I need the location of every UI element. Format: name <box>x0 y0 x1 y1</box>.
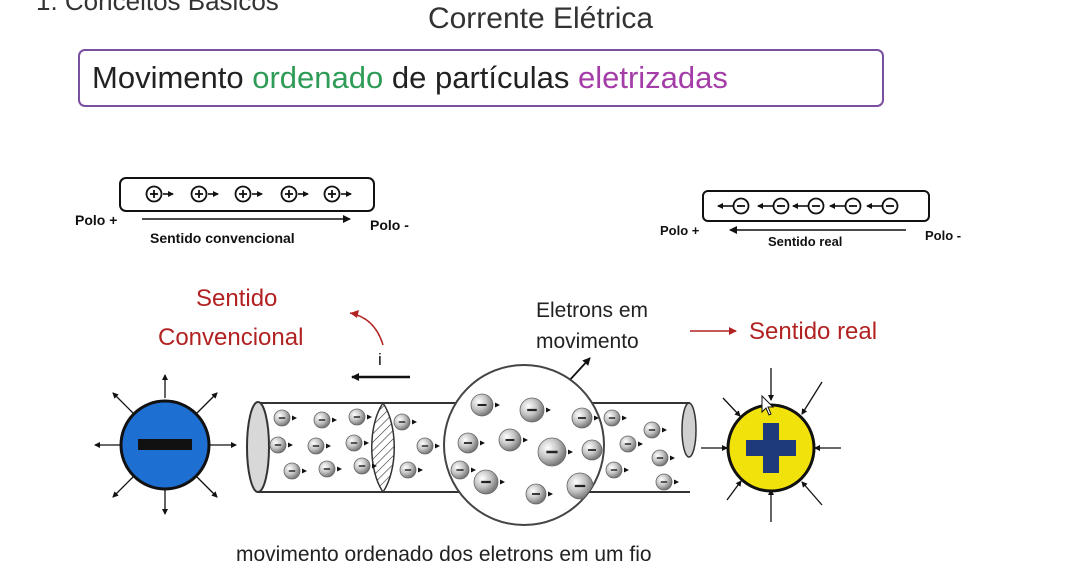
real-direction-label: Sentido real <box>768 234 842 249</box>
electron <box>457 432 485 454</box>
wire-figure-labels: Sentido Convencional i Eletrons em movim… <box>158 285 877 383</box>
electron <box>651 449 675 467</box>
positive-charge-row <box>145 185 352 203</box>
electron <box>273 409 297 427</box>
negative-charge-arrow <box>829 197 862 215</box>
electron <box>313 411 337 429</box>
electron <box>353 457 377 475</box>
electron <box>399 461 423 479</box>
wire-cross-section <box>371 401 395 494</box>
slide-title: Corrente Elétrica <box>427 2 654 35</box>
curved-pointer-arrow <box>349 312 384 346</box>
positive-charge-arrow <box>190 185 219 203</box>
magnifier-pointer-arrow <box>567 357 591 383</box>
electron <box>345 434 369 452</box>
conventional-direction-panel: Polo + Polo - Sentido convencional <box>75 177 409 246</box>
electron <box>393 413 417 431</box>
wire-electrons <box>269 408 679 491</box>
electron <box>525 483 553 505</box>
positive-charge-arrow <box>280 185 309 203</box>
mouse-cursor-icon <box>761 394 775 416</box>
definition-text-start: Movimento <box>92 60 253 95</box>
real-pole-positive-label: Polo + <box>660 223 700 238</box>
current-symbol: i <box>378 350 382 369</box>
wire-right-end <box>681 402 697 458</box>
electron <box>655 473 679 491</box>
plus-sign-horizontal <box>746 440 796 456</box>
negative-charge-arrow <box>757 197 790 215</box>
negative-field-arrows <box>94 374 237 515</box>
conventional-pole-positive-label: Polo + <box>75 212 117 228</box>
wire-caption: movimento ordenado dos eletrons em um fi… <box>236 543 652 566</box>
magnifier-circle <box>443 364 605 526</box>
negative-charge-row <box>717 197 899 215</box>
minus-sign <box>138 439 192 450</box>
electron <box>605 461 629 479</box>
definition-text-middle: de partículas <box>383 60 578 95</box>
electron <box>603 409 627 427</box>
positive-field-arrows <box>701 368 841 522</box>
electron <box>450 460 476 480</box>
negative-charge-arrow <box>866 197 899 215</box>
magnified-electrons <box>450 393 603 505</box>
electrons-label-line1: Eletrons em <box>536 299 648 322</box>
electron <box>581 439 603 461</box>
electron <box>473 469 505 495</box>
conventional-direction-title-line2: Convencional <box>158 324 303 351</box>
electron <box>269 436 293 454</box>
negative-charge-arrow <box>717 197 750 215</box>
electron <box>307 437 331 455</box>
electron <box>283 462 307 480</box>
electron <box>498 428 528 452</box>
electron <box>416 437 440 455</box>
electron <box>470 393 500 417</box>
electron <box>348 408 372 426</box>
conventional-conductor-box <box>119 177 375 212</box>
electron <box>519 397 551 423</box>
electron <box>537 437 573 467</box>
negative-pole <box>94 374 237 515</box>
conventional-direction-label: Sentido convencional <box>150 230 295 246</box>
conventional-pole-negative-label: Polo - <box>370 217 409 233</box>
real-direction-panel: Polo + Polo - Sentido real <box>660 190 961 249</box>
conventional-direction-title-line1: Sentido <box>196 285 277 312</box>
electron <box>643 421 667 439</box>
positive-charge-arrow <box>323 185 352 203</box>
definition-word-ordered: ordenado <box>252 60 384 95</box>
positive-charge-arrow <box>145 185 174 203</box>
real-direction-title: Sentido real <box>749 318 877 345</box>
negative-charge-arrow <box>792 197 825 215</box>
definition-box: Movimento ordenado de partículas eletriz… <box>78 49 884 107</box>
electrons-label-line2: movimento <box>536 330 639 353</box>
real-pole-negative-label: Polo - <box>925 228 961 243</box>
definition-word-charged: eletrizadas <box>577 60 728 95</box>
electron <box>571 407 599 429</box>
wire-left-end <box>246 401 270 493</box>
section-label: 1. Conceitos Básicos <box>36 0 279 16</box>
electron <box>619 435 643 453</box>
positive-pole <box>701 368 841 522</box>
real-conductor-box <box>702 190 930 222</box>
electron <box>318 460 342 478</box>
positive-charge-arrow <box>234 185 263 203</box>
